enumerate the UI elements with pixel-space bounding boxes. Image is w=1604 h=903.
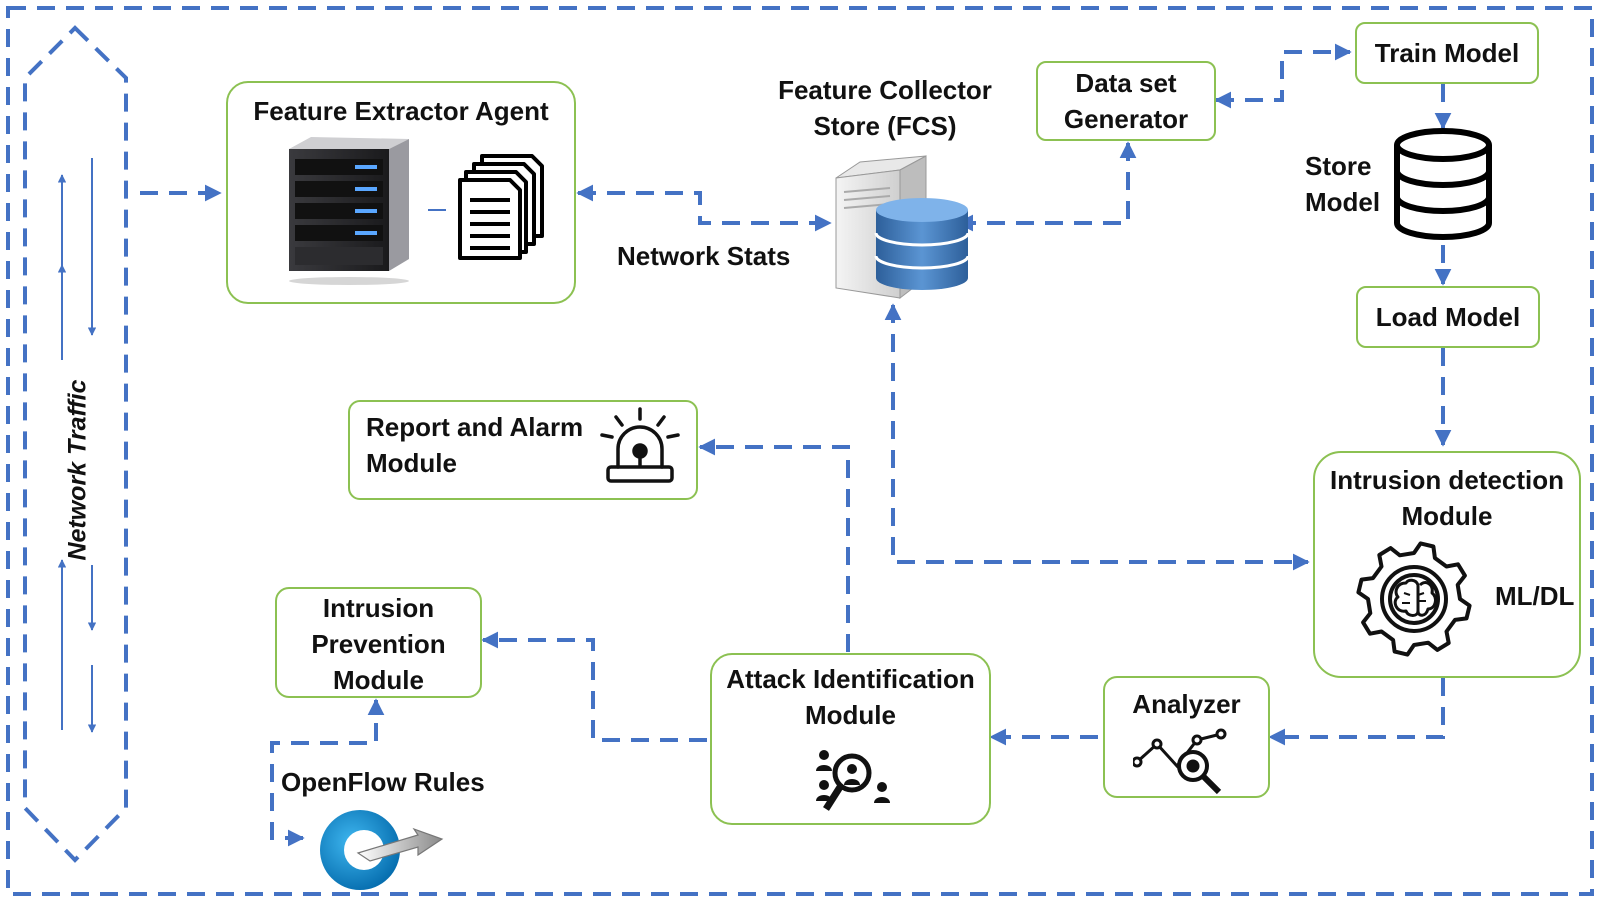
- network-traffic-label: Network Traffic: [63, 379, 92, 561]
- outer-dashed-frame: [6, 6, 1594, 896]
- load-model-label: Load Model: [1375, 302, 1521, 332]
- openflow-rules-label: OpenFlow Rules: [281, 767, 485, 797]
- load-model-box: [1356, 286, 1540, 348]
- edge-attack-to-report: [698, 438, 850, 652]
- ml-dl-tag: ML/DL: [1495, 581, 1575, 611]
- report-alarm-line2: Module: [366, 448, 457, 478]
- chart-magnifier-icon: [1133, 728, 1227, 795]
- intrusion-detection-line2: Module: [1401, 501, 1493, 531]
- intrusion-prevention-box: [275, 587, 482, 698]
- edge-detection-to-analyzer: [1268, 678, 1445, 746]
- people-search-icon: [816, 750, 890, 811]
- dataset-generator-box: [1036, 61, 1216, 141]
- edge-fcs-dataset-generator: [956, 141, 1137, 232]
- store-model-line1: Store: [1305, 151, 1372, 181]
- openflow-logo-icon: [320, 810, 444, 890]
- fcs-title-line2: Store (FCS): [813, 111, 957, 141]
- dataset-generator-line2: Generator: [1063, 104, 1189, 134]
- server-database-icon: [835, 155, 970, 300]
- edge-fcs-detection: [884, 303, 1310, 571]
- attack-identification-line2: Module: [805, 700, 896, 730]
- edge-dataset-generator-train-model: [1214, 43, 1352, 109]
- intrusion-prevention-line1: Intrusion: [322, 593, 435, 623]
- server-icon: [289, 137, 409, 285]
- train-model-label: Train Model: [1374, 38, 1520, 68]
- gear-brain-icon: [1356, 541, 1472, 657]
- store-model-line2: Model: [1305, 187, 1381, 217]
- train-model-box: [1355, 22, 1539, 84]
- network-traffic-pipe: [23, 25, 128, 863]
- analyzer-label: Analyzer: [1132, 689, 1241, 719]
- network-stats-label: Network Stats: [617, 241, 791, 271]
- traffic-flow-arrows: [57, 158, 97, 733]
- documents-icon: [458, 154, 544, 260]
- dataset-generator-line1: Data set: [1075, 68, 1177, 98]
- edge-attack-to-prevention: [481, 631, 707, 742]
- alarm-siren-icon: [600, 407, 680, 483]
- attack-identification-line1: Attack Identification: [726, 664, 975, 694]
- edge-openflow-prevention: [270, 698, 385, 847]
- intrusion-prevention-line3: Module: [333, 665, 424, 695]
- intrusion-prevention-line2: Prevention: [311, 629, 446, 659]
- database-icon: [1394, 128, 1492, 240]
- attack-identification-box: [710, 653, 991, 825]
- report-alarm-line1: Report and Alarm: [366, 412, 584, 442]
- feature-extractor-title: Feature Extractor Agent: [253, 96, 549, 126]
- edge-extractor-fcs: [576, 184, 832, 232]
- fcs-title-line1: Feature Collector: [778, 75, 992, 105]
- connector-dash: [428, 209, 446, 211]
- intrusion-detection-line1: Intrusion detection: [1330, 465, 1564, 495]
